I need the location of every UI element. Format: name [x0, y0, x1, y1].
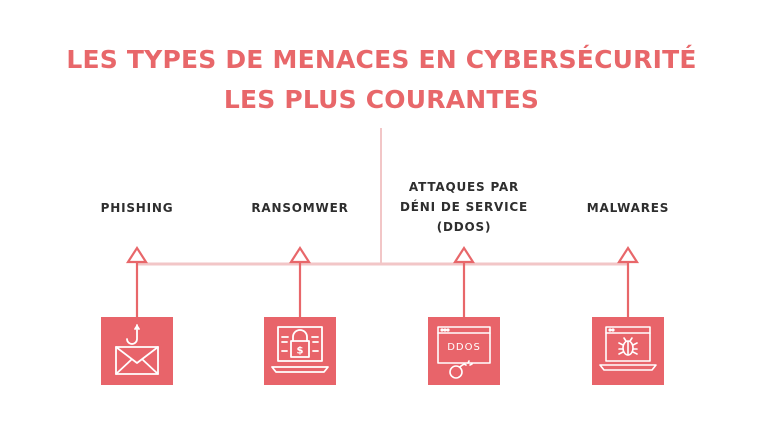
malware-tile	[592, 317, 664, 385]
arrow-malware	[616, 245, 640, 318]
malware-laptop-bug-icon	[599, 326, 657, 371]
phishing-tile	[101, 317, 173, 385]
label-phishing: PHISHING	[100, 201, 174, 215]
ddos-browser-bomb-icon: DDOS	[437, 326, 491, 379]
title-line-1: LES TYPES DE MENACES EN CYBERSÉCURITÉ	[66, 45, 697, 74]
label-ransomware: RANSOMWER	[251, 201, 349, 215]
arrow-ddos	[452, 245, 476, 318]
title-line-2: LES PLUS COURANTES	[223, 85, 540, 114]
ddos-tile: DDOS	[428, 317, 500, 385]
arrow-ransomware	[288, 245, 312, 318]
label-malware: MALWARES	[586, 201, 670, 215]
page-title: LES TYPES DE MENACES EN CYBERSÉCURITÉ LE…	[0, 40, 763, 120]
label-ddos: ATTAQUES PAR DÉNI DE SERVICE (DDOS)	[399, 180, 528, 234]
ddos-icon-text: DDOS	[447, 342, 481, 353]
svg-text:$: $	[297, 346, 304, 357]
ransomware-laptop-lock-icon: $	[271, 326, 329, 373]
phishing-envelope-icon	[115, 324, 159, 375]
arrow-phishing	[125, 245, 149, 318]
ransomware-tile: $	[264, 317, 336, 385]
